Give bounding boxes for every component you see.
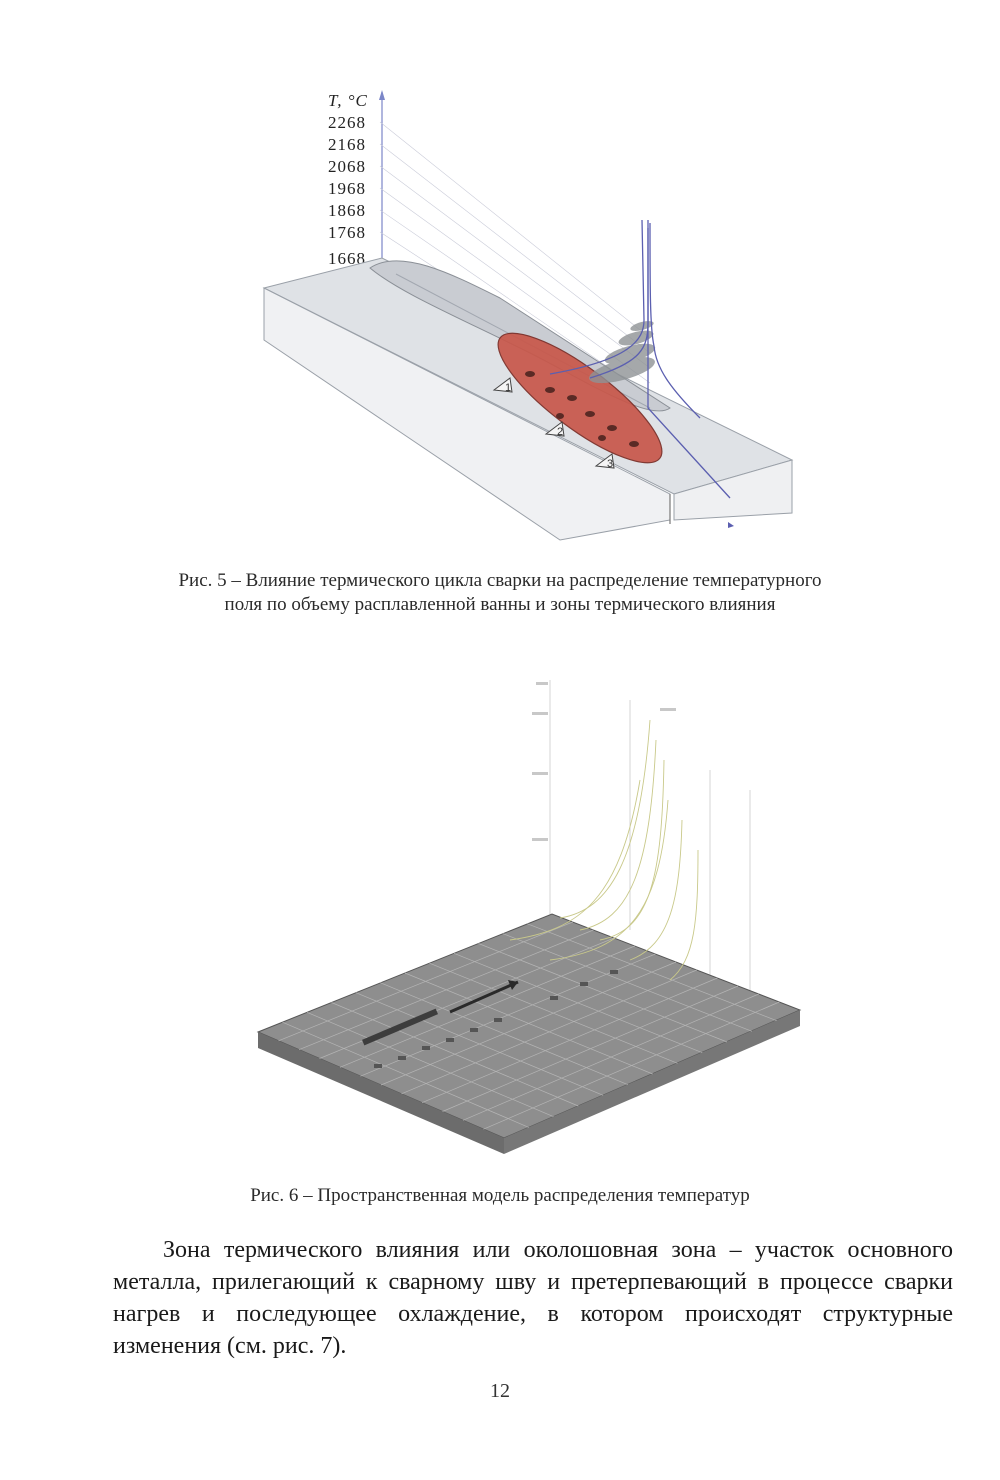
grid-plate-side-right bbox=[504, 1010, 800, 1154]
tick-1868: 1868 bbox=[328, 201, 366, 220]
plate-scale-marks bbox=[374, 970, 618, 1068]
welding-direction-arrow bbox=[362, 980, 519, 1046]
marker-label-2: 2 bbox=[557, 426, 563, 438]
tick-2168: 2168 bbox=[328, 135, 366, 154]
tick-1668: 1668 bbox=[328, 249, 366, 268]
temperature-axis-label: T, °C bbox=[328, 91, 368, 110]
figure-5-caption-line-2: поля по объему расплавленной ванны и зон… bbox=[224, 594, 776, 615]
faint-marks bbox=[532, 682, 676, 841]
tick-1768: 1768 bbox=[328, 223, 366, 242]
marker-label-3: 3 bbox=[607, 458, 613, 470]
page-number: 12 bbox=[490, 1380, 510, 1402]
tick-2268: 2268 bbox=[328, 113, 366, 132]
figure-5-weld-temperature-field: T, °C 2268 2168 2068 1968 1868 1768 1668 bbox=[262, 90, 794, 541]
heat-curves bbox=[509, 719, 699, 981]
direction-marker bbox=[728, 522, 734, 528]
plate-front-left bbox=[263, 287, 671, 541]
grid-lines bbox=[278, 921, 780, 1130]
paragraph-text: Зона термического влияния или околошовна… bbox=[113, 1237, 953, 1359]
marker-label-1: 1 bbox=[505, 382, 511, 394]
vertical-guides bbox=[549, 680, 751, 1000]
grid-plate-side-left bbox=[258, 1032, 504, 1154]
temperature-curves bbox=[549, 219, 731, 499]
tick-1968: 1968 bbox=[328, 179, 366, 198]
figure-5-caption: Рис. 5 – Влияние термического цикла свар… bbox=[120, 569, 880, 617]
point-markers: 1 2 3 bbox=[492, 377, 615, 470]
figure-6-caption: Рис. 6 – Пространственная модель распред… bbox=[250, 1185, 750, 1206]
weld-pool-spots bbox=[525, 371, 639, 447]
thermal-isotherms bbox=[589, 321, 656, 384]
body-paragraph: Зона термического влияния или околошовна… bbox=[113, 1234, 953, 1362]
figure-6-spatial-temperature-model bbox=[256, 680, 802, 1154]
tick-2068: 2068 bbox=[328, 157, 366, 176]
axis-arrow bbox=[379, 90, 385, 100]
plate-front-right bbox=[673, 459, 793, 521]
figure-5-caption-line-1: Рис. 5 – Влияние термического цикла свар… bbox=[178, 570, 822, 591]
